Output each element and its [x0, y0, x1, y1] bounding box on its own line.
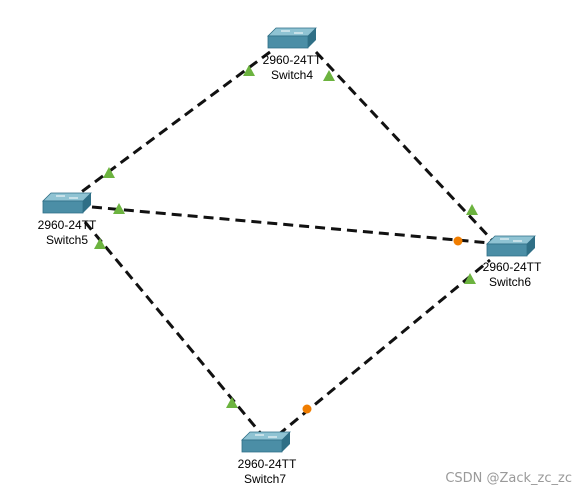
device-model-label: 2960-24TT — [263, 53, 322, 67]
port-forwarding-indicator — [466, 204, 478, 215]
switch-icon — [241, 431, 291, 453]
switch-icon — [42, 192, 92, 214]
switch5-node[interactable]: 2960-24TT Switch5 — [38, 192, 97, 247]
port-forwarding-indicator — [113, 203, 125, 214]
port-indicators — [94, 65, 478, 414]
port-forwarding-indicator — [226, 397, 238, 408]
link-switch5-switch6[interactable] — [91, 205, 491, 245]
port-forwarding-indicator — [464, 273, 476, 284]
link-switch4-switch6[interactable] — [314, 50, 494, 242]
watermark-text: CSDN @Zack_zc_zc — [445, 471, 572, 486]
device-model-label: 2960-24TT — [238, 457, 297, 471]
switch4-node[interactable]: 2960-24TT Switch4 — [263, 27, 322, 82]
device-model-label: 2960-24TT — [38, 218, 97, 232]
port-forwarding-indicator — [103, 167, 115, 178]
switch6-node[interactable]: 2960-24TT Switch6 — [483, 235, 542, 289]
device-name-label: Switch5 — [46, 233, 88, 247]
switch7-node[interactable]: 2960-24TT Switch7 — [238, 431, 297, 486]
switch-icon — [486, 235, 536, 257]
port-blocking-indicator — [453, 236, 463, 246]
port-forwarding-indicator — [323, 70, 335, 81]
link-switch4-switch5[interactable] — [79, 50, 271, 195]
link-switch7-switch6[interactable] — [277, 258, 491, 437]
device-name-label: Switch6 — [489, 275, 531, 289]
port-blocking-indicator — [302, 404, 312, 414]
device-model-label: 2960-24TT — [483, 260, 542, 274]
port-forwarding-indicator — [243, 65, 255, 76]
port-forwarding-indicator — [94, 238, 106, 249]
device-name-label: Switch4 — [271, 68, 313, 82]
switch-icon — [267, 27, 317, 49]
links-layer — [79, 50, 494, 437]
device-name-label: Switch7 — [244, 472, 286, 486]
link-switch5-switch7[interactable] — [83, 221, 264, 436]
